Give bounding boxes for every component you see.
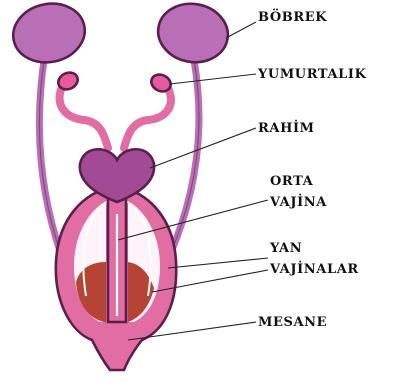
uterus-leader — [150, 128, 256, 168]
label-uterus: RAHİM — [258, 120, 315, 136]
label-lateral-vaginas-line1: YAN — [269, 241, 302, 256]
label-bladder: MESANE — [258, 315, 327, 330]
label-middle-vagina-line1: ORTA — [270, 174, 314, 189]
ovary-leader — [170, 74, 256, 84]
label-lateral-vaginas-line2: VAJİNALAR — [269, 261, 359, 277]
right-kidney — [153, 0, 232, 68]
label-ovary: YUMURTALIK — [257, 67, 367, 82]
label-middle-vagina-line2: VAJİNA — [269, 194, 327, 210]
kidney-leader — [226, 22, 256, 38]
lateral-vaginas-leader-1 — [168, 258, 268, 268]
label-kidney: BÖBREK — [258, 8, 327, 25]
left-kidney — [8, 0, 90, 69]
